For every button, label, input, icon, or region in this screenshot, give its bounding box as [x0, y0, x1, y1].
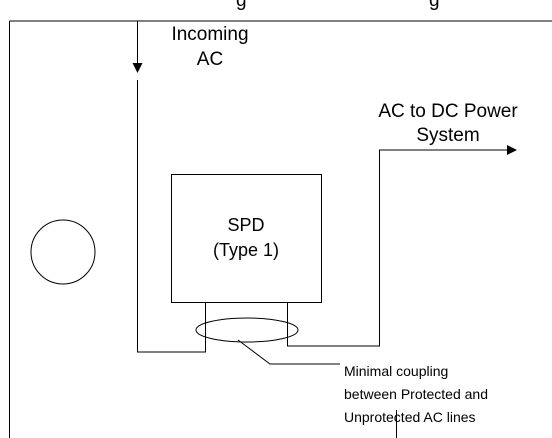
knockout-circle — [30, 219, 96, 285]
spd-label-line1: SPD — [227, 215, 264, 235]
incoming-ac-label-line1: Incoming — [171, 24, 248, 45]
ac-to-dc-label-line2: System — [416, 125, 479, 146]
coupling-ellipse — [195, 317, 299, 343]
incoming-ac-label-line2: AC — [197, 49, 223, 70]
coupling-note-line2: between Protected and — [344, 386, 488, 402]
protected-ac-line — [287, 145, 517, 347]
ac-to-dc-label-line1: AC to DC Power — [378, 101, 518, 122]
coupling-note-line3: Unprotected AC lines — [344, 409, 476, 425]
spd-label-line2: (Type 1) — [213, 240, 279, 260]
top-caption-fragment-right: g — [429, 0, 440, 11]
note-leader-line — [237, 339, 340, 365]
top-caption-fragment-left: g — [236, 0, 247, 11]
coupling-note-line1: Minimal coupling — [344, 363, 448, 379]
unprotected-ac-line — [137, 80, 206, 353]
spd-box — [171, 174, 322, 303]
